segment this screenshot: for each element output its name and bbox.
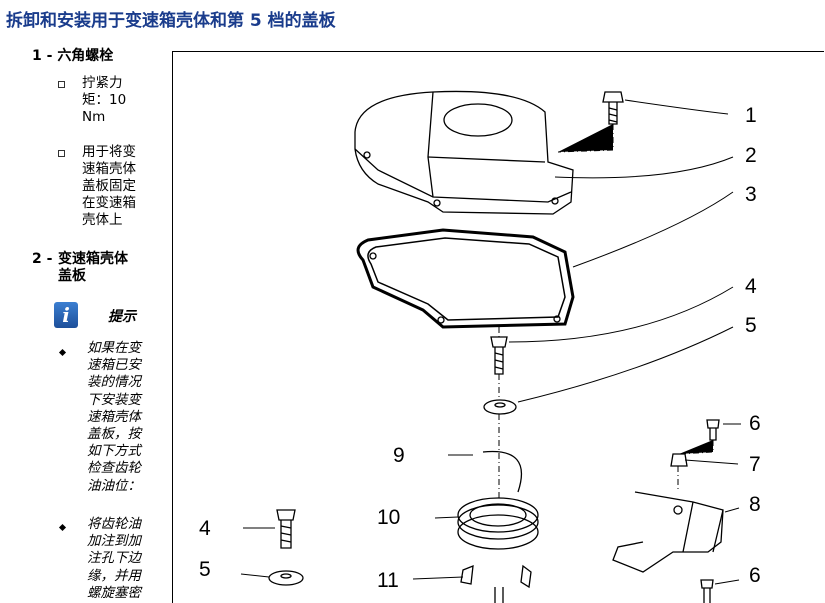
- exploded-view-figure: 1 2 3 4 5 6 7 8 9 10 4 5 11 6: [172, 51, 824, 603]
- square-bullet-icon: [58, 81, 65, 88]
- square-bullet-icon: [58, 150, 65, 157]
- item-1-number: 1 -: [32, 48, 53, 64]
- item-1-bullet-2: 用于将变 速箱壳体 盖板固定 在变速箱 壳体上: [82, 144, 136, 228]
- callout-8: 8: [749, 493, 761, 516]
- shift-fork-drawing: [612, 491, 724, 573]
- callout-4: 4: [745, 275, 757, 298]
- item-2-heading: 2 - 变速箱壳体 盖板: [32, 251, 162, 302]
- item-1-name: 六角螺栓: [57, 48, 114, 64]
- callout-6-lower: 6: [749, 564, 761, 587]
- callout-6: 6: [749, 412, 761, 435]
- note-2: 将齿轮油 加注到加 注孔下边 缘，并用 螺旋塞密: [87, 516, 141, 601]
- item-2-number: 2 -: [32, 251, 53, 267]
- callout-9: 9: [393, 444, 405, 467]
- callout-1: 1: [745, 104, 757, 127]
- callout-2: 2: [745, 144, 757, 167]
- item-1-bullet-1: 拧紧力 矩：10 Nm: [82, 75, 127, 125]
- callout-7: 7: [749, 453, 761, 476]
- info-icon: i: [54, 302, 78, 328]
- callout-4-left: 4: [199, 517, 211, 540]
- note-1: 如果在变 速箱已安 装的情况 下安装变 速箱壳体 盖板，按 如下方式 检查齿轮 …: [87, 340, 141, 494]
- callout-3: 3: [745, 183, 757, 206]
- callout-10: 10: [377, 506, 400, 529]
- gearbox-cover-drawing: [354, 90, 574, 215]
- exploded-drawing: 1 2 3 4 5 6 7 8 9 10 4 5 11 6: [199, 90, 761, 603]
- parts-legend: 1 - 六角螺栓 拧紧力 矩：10 Nm 用于将变 速箱壳体 盖板固定 在变速箱…: [0, 44, 168, 603]
- callout-5: 5: [745, 314, 757, 337]
- gasket-drawing: [356, 228, 575, 329]
- item-1-heading: 1 - 六角螺栓: [32, 48, 113, 65]
- page-title: 拆卸和安装用于变速箱壳体和第 5 档的盖板: [6, 11, 336, 31]
- bolt-1-drawing: [602, 91, 624, 103]
- callout-5-left: 5: [199, 558, 211, 581]
- hint-label: 提示: [108, 309, 136, 325]
- callout-11: 11: [377, 569, 399, 592]
- item-2-name: 变速箱壳体 盖板: [58, 251, 128, 284]
